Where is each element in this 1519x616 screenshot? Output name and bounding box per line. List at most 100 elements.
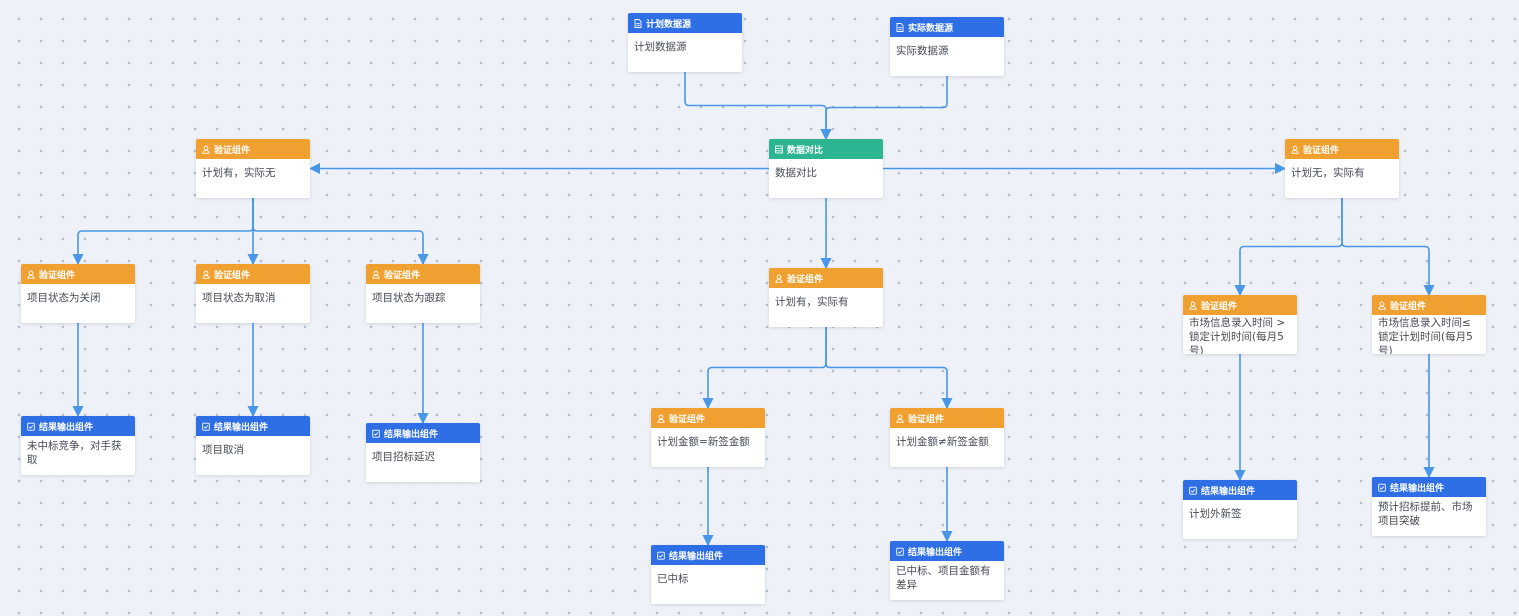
node-header-label: 结果输出组件	[39, 422, 94, 433]
node-body-text: 项目状态为跟踪	[372, 292, 446, 304]
node-header: 实际数据源	[890, 17, 1004, 37]
node-output-unplanned-signing[interactable]: 结果输出组件 计划外新签	[1183, 480, 1297, 539]
node-header-label: 结果输出组件	[669, 551, 724, 562]
node-header-label: 验证组件	[669, 414, 706, 425]
node-body-text: 计划金额≠新签金额	[896, 436, 989, 448]
node-header: 验证组件	[651, 408, 765, 428]
validate-icon	[27, 270, 35, 279]
node-data-compare[interactable]: 数据对比 数据对比	[769, 139, 883, 198]
output-icon	[896, 547, 904, 556]
edge-n_v_both-to-n_v_amt_eq[interactable]	[702, 327, 827, 410]
node-header-label: 结果输出组件	[908, 547, 963, 558]
node-header: 验证组件	[21, 264, 135, 284]
edge-n_v_plan_only-to-n_v_track[interactable]	[252, 198, 429, 266]
node-validate-plan-and-actual[interactable]: 验证组件 计划有，实际有	[769, 268, 883, 327]
node-output-won[interactable]: 结果输出组件 已中标	[651, 545, 765, 604]
node-validate-status-closed[interactable]: 验证组件 项目状态为关闭	[21, 264, 135, 323]
node-validate-status-cancelled[interactable]: 验证组件 项目状态为取消	[196, 264, 310, 323]
node-validate-market-time-before-lock[interactable]: 验证组件 市场信息录入时间≤锁定计划时间(每月5号)	[1372, 295, 1486, 354]
node-validate-market-time-after-lock[interactable]: 验证组件 市场信息录入时间 > 锁定计划时间(每月5号)	[1183, 295, 1297, 354]
node-output-bid-delayed[interactable]: 结果输出组件 项目招标延迟	[366, 423, 480, 482]
node-body-text: 数据对比	[775, 167, 817, 179]
validate-icon	[1378, 301, 1386, 310]
output-icon	[202, 422, 210, 431]
node-header: 验证组件	[890, 408, 1004, 428]
node-header-label: 验证组件	[384, 270, 421, 281]
node-output-won-amount-diff[interactable]: 结果输出组件 已中标、项目金额有差异	[890, 541, 1004, 600]
node-body-text: 计划有，实际有	[775, 296, 849, 308]
node-body-text: 已中标、项目金额有差异	[896, 565, 991, 591]
edge-n_actual_src-to-n_compare[interactable]	[820, 76, 948, 141]
output-icon	[1189, 486, 1197, 495]
node-body-text: 项目状态为关闭	[27, 292, 101, 304]
node-header-label: 数据对比	[787, 145, 824, 156]
node-header-label: 验证组件	[214, 145, 251, 156]
file-icon	[896, 22, 904, 32]
edge-n_v_both-to-n_v_amt_ne[interactable]	[825, 327, 953, 410]
node-header: 数据对比	[769, 139, 883, 159]
node-body-text: 项目招标延迟	[372, 451, 435, 463]
validate-icon	[896, 414, 904, 423]
node-header-label: 结果输出组件	[1201, 486, 1256, 497]
node-validate-amount-not-equal[interactable]: 验证组件 计划金额≠新签金额	[890, 408, 1004, 467]
node-output-early-bid[interactable]: 结果输出组件 预计招标提前、市场项目突破	[1372, 477, 1486, 536]
output-icon	[657, 551, 665, 560]
edge-n_plan_src-to-n_compare[interactable]	[684, 72, 832, 141]
node-header: 验证组件	[769, 268, 883, 288]
node-body-text: 实际数据源	[896, 45, 949, 57]
validate-icon	[372, 270, 380, 279]
edge-n_v_actual_only-to-n_v_mkt_le[interactable]	[1341, 198, 1435, 297]
node-body-text: 计划外新签	[1189, 508, 1242, 520]
node-header: 结果输出组件	[1183, 480, 1297, 500]
validate-icon	[1291, 145, 1299, 154]
node-body-text: 预计招标提前、市场项目突破	[1378, 501, 1473, 527]
node-body-text: 未中标竞争，对手获取	[27, 440, 122, 466]
node-validate-plan-only[interactable]: 验证组件 计划有，实际无	[196, 139, 310, 198]
output-icon	[1378, 483, 1386, 492]
edge-n_v_actual_only-to-n_v_mkt_gt[interactable]	[1234, 198, 1343, 297]
node-body-text: 市场信息录入时间≤锁定计划时间(每月5号)	[1378, 317, 1473, 354]
validate-icon	[657, 414, 665, 423]
table-icon	[775, 145, 783, 154]
file-icon	[634, 18, 642, 28]
node-header: 计划数据源	[628, 13, 742, 33]
node-header: 验证组件	[196, 264, 310, 284]
node-header: 结果输出组件	[196, 416, 310, 436]
node-header: 结果输出组件	[651, 545, 765, 565]
node-body-text: 项目状态为取消	[202, 292, 276, 304]
node-validate-actual-only[interactable]: 验证组件 计划无，实际有	[1285, 139, 1399, 198]
validate-icon	[202, 270, 210, 279]
node-header: 验证组件	[366, 264, 480, 284]
node-body-text: 已中标	[657, 573, 689, 585]
node-header-label: 验证组件	[214, 270, 251, 281]
node-validate-status-tracking[interactable]: 验证组件 项目状态为跟踪	[366, 264, 480, 323]
node-header-label: 验证组件	[787, 274, 824, 285]
node-body-text: 计划数据源	[634, 41, 687, 53]
validate-icon	[1189, 301, 1197, 310]
node-header-label: 结果输出组件	[1390, 483, 1445, 494]
node-output-lost-bid[interactable]: 结果输出组件 未中标竞争，对手获取	[21, 416, 135, 475]
node-body-text: 计划金额=新签金额	[657, 436, 750, 448]
node-header-label: 验证组件	[1303, 145, 1340, 156]
node-header: 结果输出组件	[21, 416, 135, 436]
node-header-label: 计划数据源	[646, 19, 692, 30]
node-body-text: 市场信息录入时间 > 锁定计划时间(每月5号)	[1189, 317, 1286, 354]
node-header: 结果输出组件	[1372, 477, 1486, 497]
node-header-label: 验证组件	[39, 270, 76, 281]
node-header-label: 结果输出组件	[214, 422, 269, 433]
node-validate-amount-equal[interactable]: 验证组件 计划金额=新签金额	[651, 408, 765, 467]
node-body-text: 项目取消	[202, 444, 244, 456]
node-plan-datasource[interactable]: 计划数据源 计划数据源	[628, 13, 742, 72]
node-header: 结果输出组件	[890, 541, 1004, 561]
node-header: 验证组件	[1183, 295, 1297, 315]
node-header-label: 实际数据源	[908, 23, 954, 34]
edge-n_v_plan_only-to-n_v_closed[interactable]	[72, 198, 254, 266]
node-body-text: 计划无，实际有	[1291, 167, 1365, 179]
node-header: 验证组件	[196, 139, 310, 159]
validate-icon	[202, 145, 210, 154]
node-output-project-cancelled[interactable]: 结果输出组件 项目取消	[196, 416, 310, 475]
node-actual-datasource[interactable]: 实际数据源 实际数据源	[890, 17, 1004, 76]
node-header-label: 验证组件	[1201, 301, 1238, 312]
node-header: 结果输出组件	[366, 423, 480, 443]
